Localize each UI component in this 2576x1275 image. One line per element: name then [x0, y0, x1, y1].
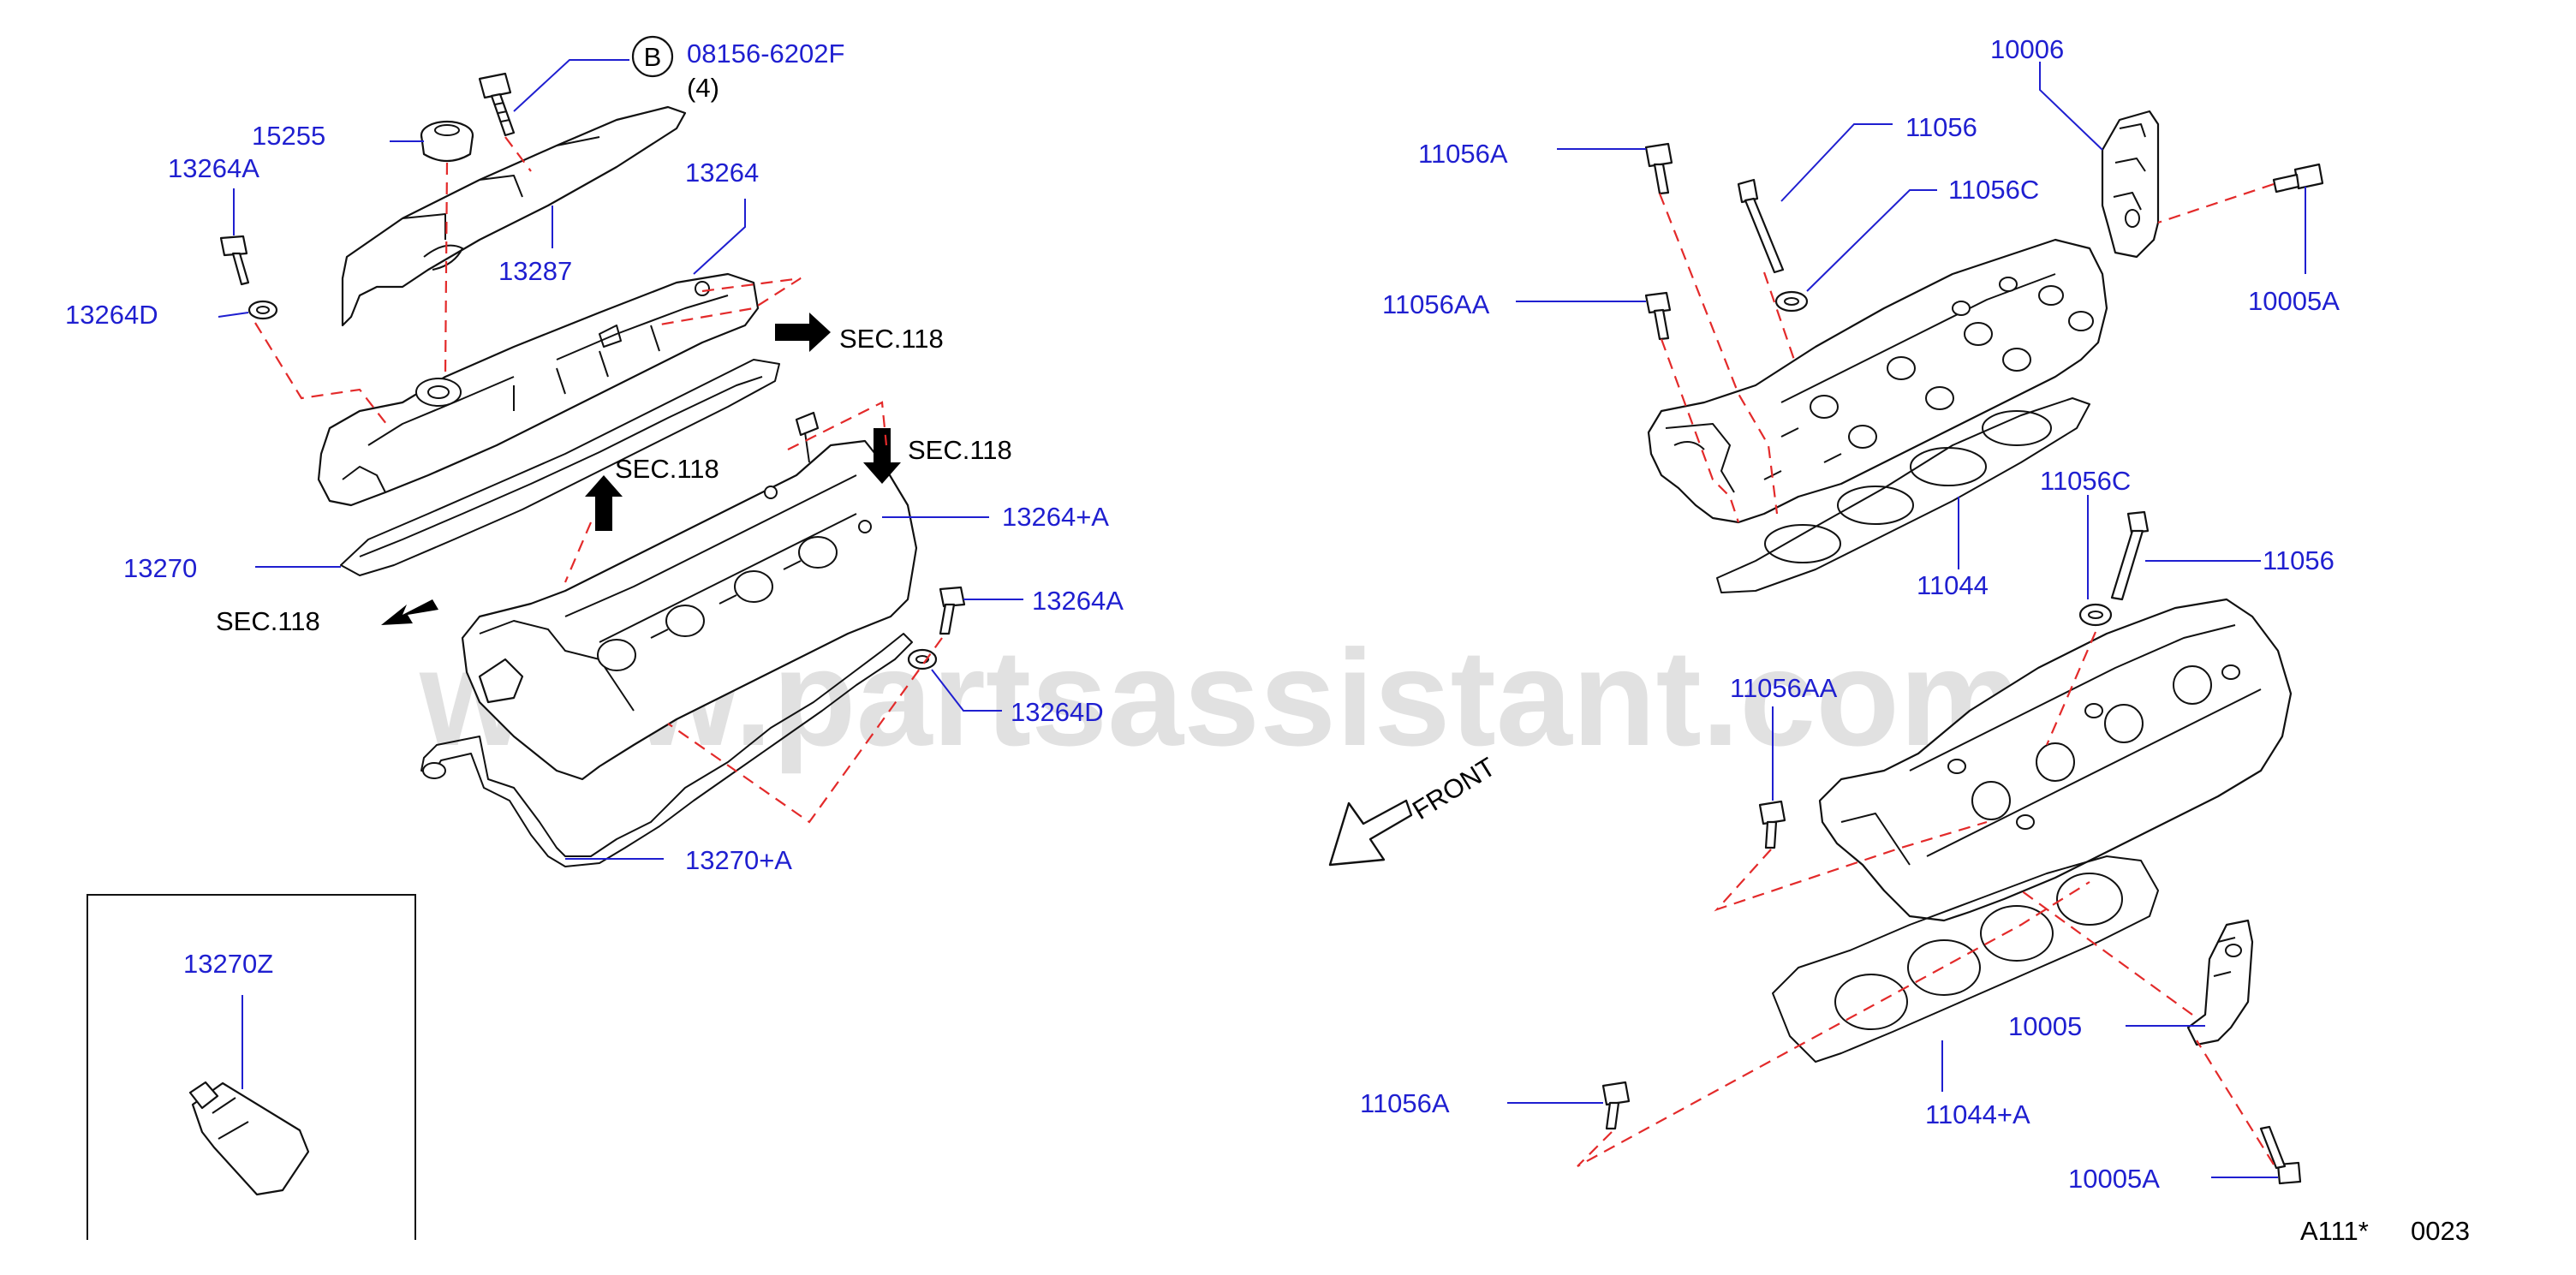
- label-13264[interactable]: 13264: [685, 158, 759, 188]
- washer-11056C-mid: [2078, 603, 2113, 627]
- label-11056AA-mid[interactable]: 11056AA: [1730, 673, 1838, 703]
- rocker-cover-upper: [317, 272, 760, 507]
- bolt-13264A-top: [219, 235, 250, 286]
- rocker-cover-gasket-13270A: [420, 633, 913, 867]
- rocker-cover-lower: [461, 411, 918, 781]
- inset-box-sealant: 13270Z: [86, 894, 416, 1240]
- label-11044A-plus[interactable]: 11044+A: [1925, 1099, 2030, 1129]
- label-10005A-top[interactable]: 10005A: [2248, 286, 2340, 316]
- label-08156-6202F[interactable]: 08156-6202F: [687, 39, 844, 69]
- sec118-arrow-down: [863, 428, 901, 484]
- label-13270A-plus[interactable]: 13270+A: [685, 845, 792, 875]
- label-15255[interactable]: 15255: [252, 121, 325, 151]
- bolt-11056-mid: [2110, 510, 2150, 601]
- label-11056-top[interactable]: 11056: [1905, 112, 1977, 142]
- rocker-cover-gasket-13270: [340, 359, 780, 576]
- oil-filler-cap-15255: [420, 120, 474, 163]
- label-10005[interactable]: 10005: [2008, 1011, 2082, 1041]
- label-08156-qty: (4): [687, 73, 719, 103]
- label-13264A-mid[interactable]: 13264A: [1032, 586, 1124, 616]
- bolt-13264A-mid: [939, 586, 966, 635]
- b-circle-marker: [631, 35, 674, 78]
- sec118-arrow-up: [585, 475, 623, 531]
- label-11056A-top[interactable]: 11056A: [1418, 139, 1508, 169]
- label-11056C-top[interactable]: 11056C: [1948, 175, 2039, 205]
- sealant-tube-icon: [188, 1081, 310, 1196]
- label-sec118-up[interactable]: SEC.118: [615, 454, 719, 484]
- head-gasket-11044A: [1772, 855, 2159, 1063]
- bracket-10005: [2186, 919, 2254, 1046]
- washer-13264D-mid: [907, 648, 938, 670]
- cylinder-head-upper: [1647, 238, 2108, 524]
- bracket-10006: [2101, 110, 2160, 259]
- bolt-10005A-top: [2272, 163, 2324, 194]
- sec118-arrow-right: [775, 313, 831, 352]
- label-11056AA-top[interactable]: 11056AA: [1382, 289, 1490, 319]
- engine-cover-13287: [341, 105, 687, 327]
- washer-13264D-top: [247, 300, 278, 320]
- label-10005A-bot[interactable]: 10005A: [2068, 1164, 2160, 1194]
- label-11056-mid[interactable]: 11056: [2263, 545, 2334, 575]
- label-11056A-bot[interactable]: 11056A: [1360, 1088, 1450, 1118]
- b-circle-letter: B: [644, 42, 662, 72]
- label-11056C-mid[interactable]: 11056C: [2040, 466, 2131, 496]
- label-sec118-right[interactable]: SEC.118: [839, 324, 944, 354]
- label-13287[interactable]: 13287: [498, 256, 572, 286]
- sec118-arrow-left: [381, 599, 438, 625]
- bolt-11056AA-mid: [1758, 800, 1786, 849]
- label-13264D-mid[interactable]: 13264D: [1011, 697, 1104, 727]
- bolt-08156: [478, 72, 516, 137]
- bolt-11056-top: [1737, 178, 1785, 274]
- label-13264A-plus[interactable]: 13264+A: [1002, 502, 1109, 532]
- label-13270Z[interactable]: 13270Z: [183, 949, 273, 979]
- footer-ref-code: A111*: [2300, 1216, 2369, 1246]
- label-13264D-top[interactable]: 13264D: [65, 300, 158, 330]
- bolt-11056A-bot: [1601, 1081, 1631, 1130]
- label-13264A-top[interactable]: 13264A: [168, 153, 259, 183]
- cylinder-head-lower: [1818, 598, 2293, 922]
- footer-page-number: 0023: [2411, 1216, 2470, 1246]
- label-11044[interactable]: 11044: [1917, 570, 1989, 600]
- bolt-11056AA-top: [1644, 291, 1672, 341]
- label-10006[interactable]: 10006: [1990, 34, 2064, 64]
- label-13270[interactable]: 13270: [123, 553, 197, 583]
- washer-11056C-top: [1774, 290, 1809, 313]
- head-gasket-11044: [1716, 397, 2090, 593]
- label-sec118-mid[interactable]: SEC.118: [908, 435, 1012, 465]
- bolt-11056A-top: [1644, 142, 1673, 195]
- label-sec118-left[interactable]: SEC.118: [216, 606, 320, 636]
- bolt-10005A-bot: [2259, 1125, 2302, 1185]
